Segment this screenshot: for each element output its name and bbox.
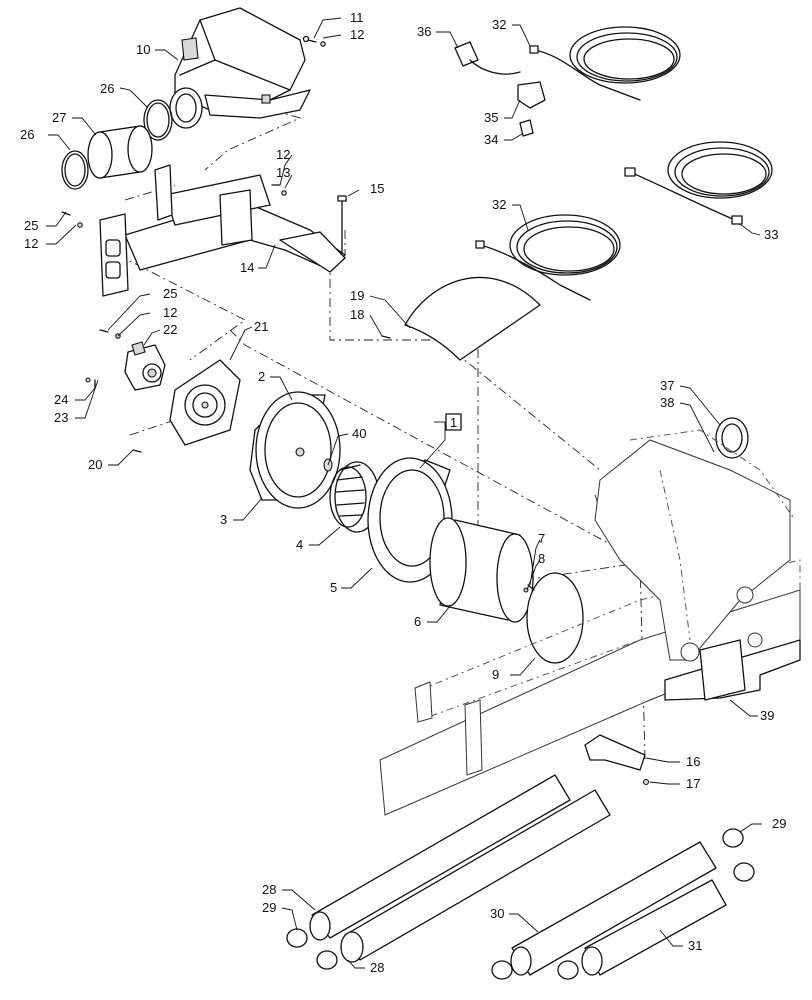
adaptor-plate-part-21 (169, 359, 241, 446)
callout-17: 17 (686, 776, 700, 791)
callout-16: 16 (686, 754, 700, 769)
callout-30: 30 (490, 906, 504, 921)
callout-29-right: 29 (772, 816, 786, 831)
machine-frame-reference (379, 429, 801, 816)
callout-34: 34 (484, 132, 498, 147)
hose-clamp-part-26-lower (61, 150, 89, 190)
callout-11: 11 (350, 10, 364, 25)
callout-25-lower: 25 (163, 286, 177, 301)
mounting-bracket-part-14 (99, 164, 346, 297)
tube-part-28-upper (309, 774, 571, 941)
hydraulic-motor-part-22 (124, 341, 166, 391)
callout-26-upper: 26 (100, 81, 114, 96)
callout-40: 40 (352, 426, 366, 441)
wiring-harness-part-33 (624, 141, 773, 225)
callout-13: 13 (276, 165, 290, 180)
small-fasteners (61, 35, 391, 453)
plate-part-39 (664, 639, 801, 701)
callout-33: 33 (764, 227, 778, 242)
tube-part-31 (581, 879, 727, 976)
callout-4: 4 (296, 537, 303, 552)
callout-38: 38 (660, 395, 674, 410)
fan-housing-rear-part-3 (249, 391, 341, 509)
wiring-harness-part-32-upper (529, 26, 681, 101)
callout-leader-lines (46, 17, 762, 969)
callout-24: 24 (54, 392, 68, 407)
callout-10: 10 (136, 42, 150, 57)
clamp-ring-parts-37-38 (715, 417, 749, 459)
callout-labels: 11 12 10 26 27 26 12 13 15 25 12 14 25 1… (20, 10, 786, 975)
callout-36: 36 (417, 24, 431, 39)
callout-1-box (445, 413, 462, 431)
callout-27: 27 (52, 110, 66, 125)
callout-21: 21 (254, 319, 268, 334)
callout-22: 22 (163, 322, 177, 337)
screen-drum-part-6 (429, 517, 534, 623)
wiring-harness-part-32-lower (475, 214, 621, 301)
callout-6: 6 (414, 614, 421, 629)
callout-35: 35 (484, 110, 498, 125)
callout-2: 2 (258, 369, 265, 384)
shield-part-19 (404, 276, 541, 361)
callout-5: 5 (330, 580, 337, 595)
callout-12-lower: 12 (163, 305, 177, 320)
callout-37: 37 (660, 378, 674, 393)
callout-8: 8 (538, 551, 545, 566)
callout-32-lower: 32 (492, 197, 506, 212)
tube-part-28-lower (340, 789, 611, 963)
tube-part-30 (510, 841, 717, 976)
callout-1: 1 (450, 415, 457, 430)
callout-14: 14 (240, 260, 254, 275)
callout-32-upper: 32 (492, 17, 506, 32)
callout-12-left: 12 (24, 236, 38, 251)
callout-7: 7 (538, 531, 545, 546)
sensor-parts-34-35-36 (454, 41, 546, 137)
callout-20: 20 (88, 457, 102, 472)
rubber-sleeve-part-27 (87, 125, 153, 179)
hose-clamp-part-26-upper (143, 99, 173, 141)
callout-18: 18 (350, 307, 364, 322)
callout-9: 9 (492, 667, 499, 682)
callout-39: 39 (760, 708, 774, 723)
bracket-part-16 (584, 734, 650, 786)
blower-housing-part-10 (169, 7, 311, 129)
callout-15: 15 (370, 181, 384, 196)
callout-31: 31 (688, 938, 702, 953)
callout-3: 3 (220, 512, 227, 527)
callout-29-left: 29 (262, 900, 276, 915)
callout-28-lower: 28 (370, 960, 384, 975)
callout-28-upper: 28 (262, 882, 276, 897)
callout-23: 23 (54, 410, 68, 425)
callout-12-top: 12 (350, 27, 364, 42)
hose-clamps-part-29 (286, 828, 755, 980)
callout-19: 19 (350, 288, 364, 303)
callout-25-upper: 25 (24, 218, 38, 233)
callout-26-lower: 26 (20, 127, 34, 142)
callout-12-upper-right: 12 (276, 147, 290, 162)
